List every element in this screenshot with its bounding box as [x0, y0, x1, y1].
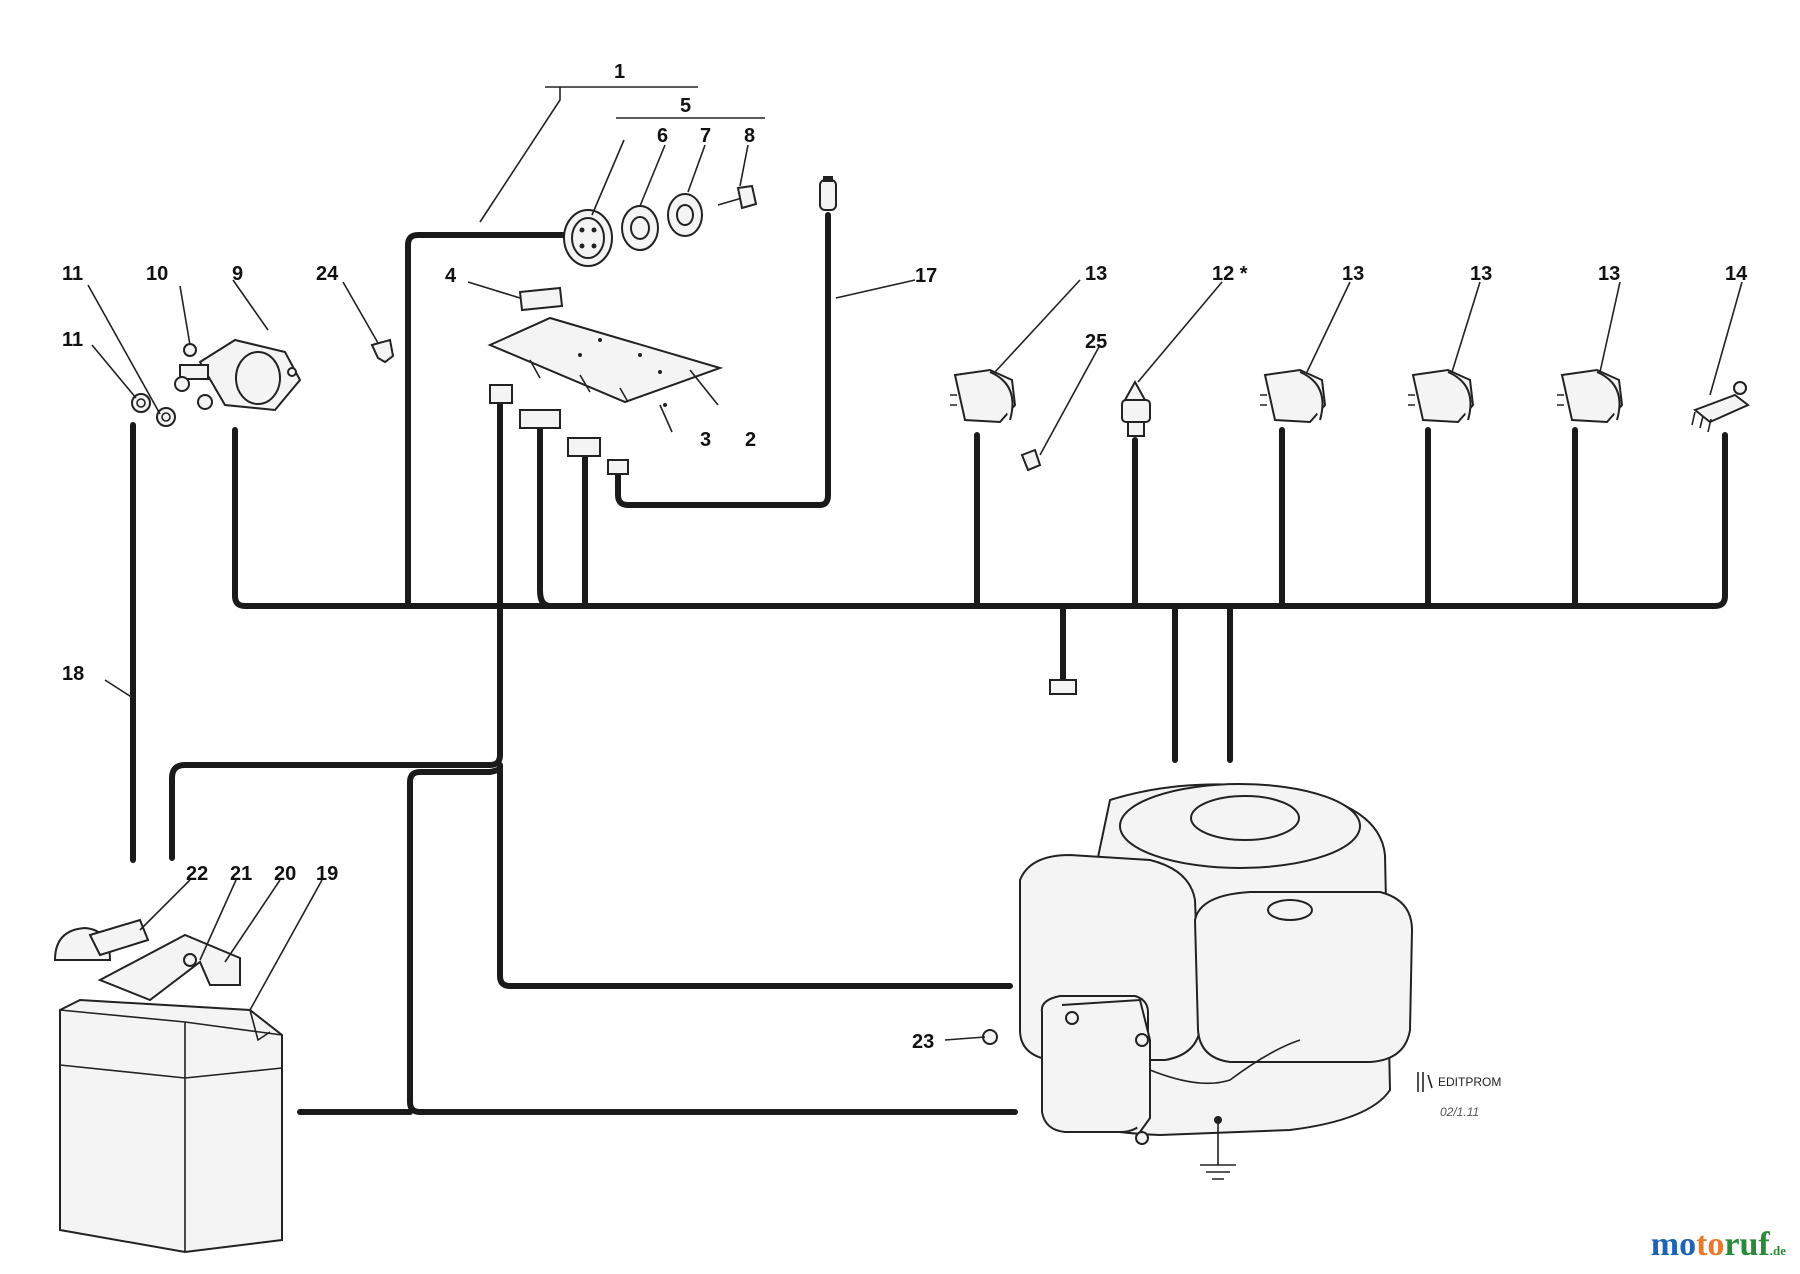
- battery: [59, 998, 283, 1254]
- safety-switch: [1557, 368, 1624, 424]
- wiring-harness: [130, 212, 1728, 1115]
- callout-18: 18: [62, 663, 84, 685]
- main-connector: [563, 184, 758, 267]
- callout-14: 14: [1725, 263, 1748, 285]
- callout-13-c: 13: [1470, 263, 1492, 285]
- callout-13-a: 13: [1085, 263, 1107, 285]
- watermark-mo: mo: [1650, 1226, 1697, 1263]
- callout-25: 25: [1085, 331, 1107, 353]
- starter-solenoid: [174, 338, 302, 412]
- fuse-holder: [819, 176, 837, 211]
- harness-plug: [489, 384, 513, 404]
- callout-11-a: 11: [62, 263, 83, 285]
- watermark-ruf: ruf: [1724, 1226, 1770, 1263]
- harness-plug: [1049, 679, 1077, 695]
- nuts: [131, 393, 176, 427]
- callout-3: 3: [700, 429, 711, 451]
- small-connector: [1020, 448, 1042, 472]
- publisher-mark: EDITPROM 02/1.11: [1417, 1072, 1501, 1119]
- watermark-logo: motoruf.de: [1651, 1226, 1786, 1264]
- callout-11-b: 11: [62, 329, 83, 351]
- harness-plug: [567, 437, 601, 457]
- micro-switch: [1691, 381, 1750, 433]
- relay: [518, 286, 564, 312]
- callout-6: 6: [657, 125, 668, 147]
- temperature-sensor: [1121, 379, 1151, 437]
- callout-13-d: 13: [1598, 263, 1620, 285]
- seat-switch: [950, 368, 1017, 424]
- terminal-cover: [53, 918, 150, 961]
- watermark-to: to: [1696, 1226, 1725, 1263]
- drawing-number: 02/1.11: [1440, 1105, 1479, 1119]
- callout-23: 23: [912, 1031, 934, 1053]
- callout-7: 7: [700, 125, 711, 147]
- callout-24: 24: [316, 263, 339, 285]
- callout-8: 8: [744, 125, 755, 147]
- nut: [982, 1029, 998, 1045]
- callout-2: 2: [745, 429, 756, 451]
- safety-switch: [1408, 368, 1475, 424]
- leader-lines: [87, 86, 1743, 1041]
- screw: [183, 343, 197, 357]
- callout-9: 9: [232, 263, 243, 285]
- callout-17: 17: [915, 265, 937, 287]
- callout-5: 5: [680, 95, 691, 117]
- battery-hold-down: [97, 933, 241, 1002]
- callout-12: 12 *: [1212, 263, 1248, 285]
- callout-numbers: 1 5 6 7 8 17 4 2 3 9 10 11 11 24 13 12 *…: [62, 61, 1748, 1053]
- engine: [1019, 783, 1414, 1145]
- callout-13-b: 13: [1342, 263, 1364, 285]
- cable-clip: [370, 338, 395, 364]
- callout-22: 22: [186, 863, 208, 885]
- safety-switch: [1260, 368, 1327, 424]
- circuit-board: [487, 316, 724, 407]
- publisher-name: EDITPROM: [1438, 1075, 1501, 1089]
- callout-10: 10: [146, 263, 168, 285]
- callout-20: 20: [274, 863, 296, 885]
- callout-21: 21: [230, 863, 252, 885]
- watermark-tld: .de: [1769, 1243, 1786, 1258]
- harness-plug: [519, 409, 561, 429]
- callout-4: 4: [445, 265, 457, 287]
- harness-plug: [607, 459, 629, 475]
- callout-1: 1: [614, 61, 625, 83]
- callout-19: 19: [316, 863, 338, 885]
- ground-symbol: [1200, 1116, 1236, 1180]
